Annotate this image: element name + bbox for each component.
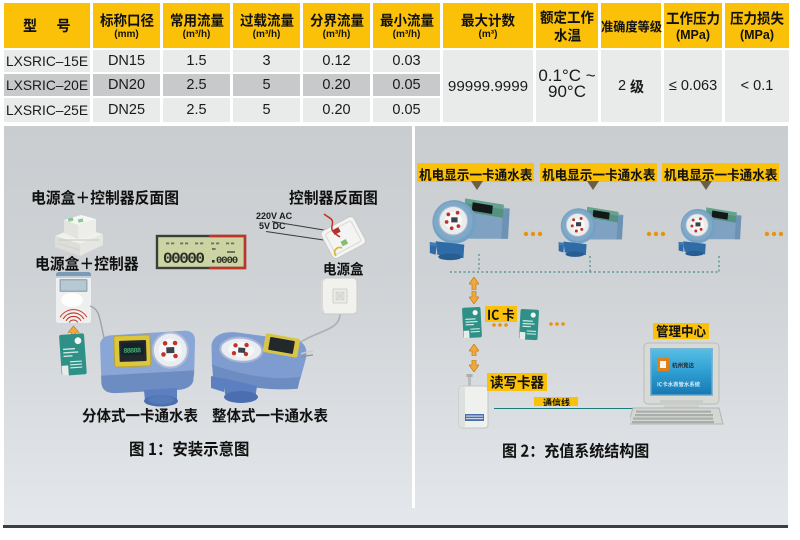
svg-text:88888: 88888 — [123, 347, 141, 356]
svg-text:00000: 00000 — [163, 250, 204, 268]
svg-text:0000: 0000 — [216, 255, 238, 267]
